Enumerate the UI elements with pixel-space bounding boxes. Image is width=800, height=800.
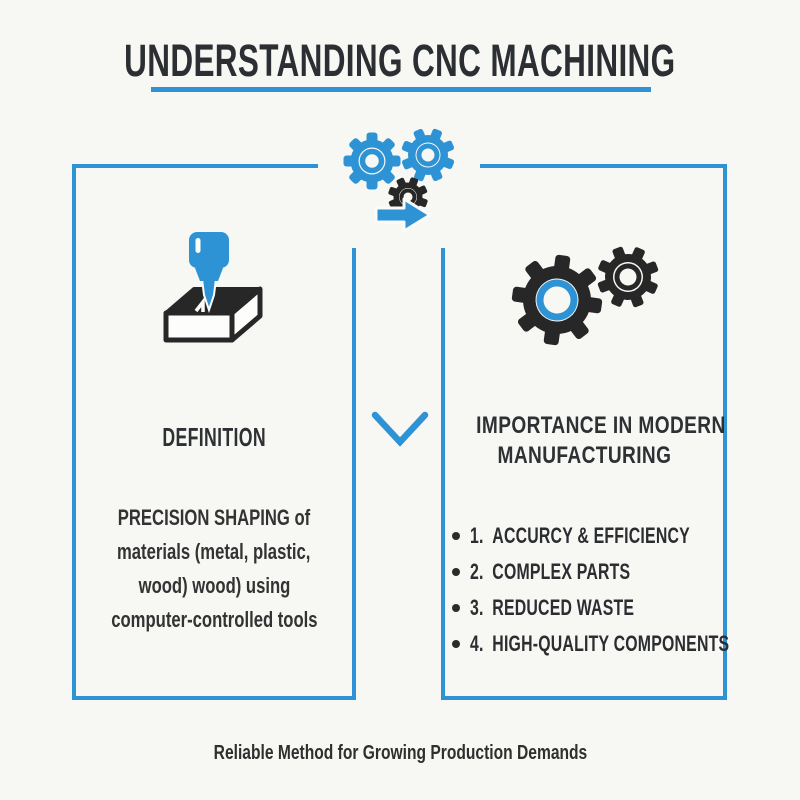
- list-item: 3. REDUCED WASTE: [452, 590, 727, 626]
- page-title-text: UNDERSTANDING CNC MACHINING: [124, 35, 676, 86]
- right-panel-list: 1. ACCURCY & EFFICIENCY 2. COMPLEX PARTS 3…: [452, 518, 730, 662]
- left-panel-body: PRECISION SHAPING of materials (metal, p…: [72, 501, 356, 637]
- list-item-number: 2.: [470, 559, 484, 584]
- list-item: 4. HIGH-QUALITY COMPONENTS: [452, 626, 730, 662]
- cnc-milling-tool-icon: [158, 224, 266, 348]
- list-item: 2. COMPLEX PARTS: [452, 554, 727, 590]
- right-panel-heading-line: IMPORTANCE IN MODERN: [476, 412, 726, 439]
- left-panel-border-bottom: [72, 696, 356, 700]
- bullet-dot: [452, 568, 460, 576]
- body-line: materials (metal, plastic,: [117, 539, 311, 564]
- body-line: PRECISION SHAPING of: [117, 505, 311, 530]
- dual-gears-icon: [498, 236, 680, 368]
- list-item-label: HIGH-QUALITY COMPONENTS: [492, 631, 730, 656]
- footer-caption: Reliable Method for Growing Production D…: [0, 742, 800, 765]
- right-panel-border-right: [723, 164, 727, 700]
- chevron-down-icon: [371, 411, 429, 449]
- gears-with-arrow-icon: [334, 118, 460, 240]
- right-panel-border-left: [441, 248, 445, 700]
- right-panel-heading-line: MANUFACTURING: [497, 442, 671, 469]
- title-underline: [151, 87, 651, 92]
- list-item-label: REDUCED WASTE: [492, 595, 635, 620]
- bullet-dot: [452, 604, 460, 612]
- body-line: wood) wood) using: [138, 573, 290, 598]
- list-item-label: ACCURCY & EFFICIENCY: [492, 523, 690, 548]
- body-line: computer-controlled tools: [110, 607, 318, 632]
- bullet-dot: [452, 532, 460, 540]
- page-title: UNDERSTANDING CNC MACHINING: [0, 36, 800, 86]
- right-panel-heading: IMPORTANCE IN MODERN MANUFACTURING: [441, 411, 727, 471]
- list-item-number: 1.: [470, 523, 484, 548]
- left-panel-heading-text: DEFINITION: [162, 422, 266, 452]
- list-item: 1. ACCURCY & EFFICIENCY: [452, 518, 727, 554]
- bullet-dot: [452, 640, 460, 648]
- footer-caption-text: Reliable Method for Growing Production D…: [213, 742, 587, 764]
- right-panel-border-top: [480, 164, 727, 168]
- list-item-label: COMPLEX PARTS: [492, 559, 631, 584]
- left-panel-border-left: [72, 164, 76, 700]
- left-panel-border-top: [72, 164, 318, 168]
- right-panel-border-bottom: [441, 696, 727, 700]
- list-item-number: 4.: [470, 631, 484, 656]
- left-panel-heading: DEFINITION: [72, 422, 356, 453]
- left-panel-border-right: [352, 248, 356, 700]
- list-item-number: 3.: [470, 595, 484, 620]
